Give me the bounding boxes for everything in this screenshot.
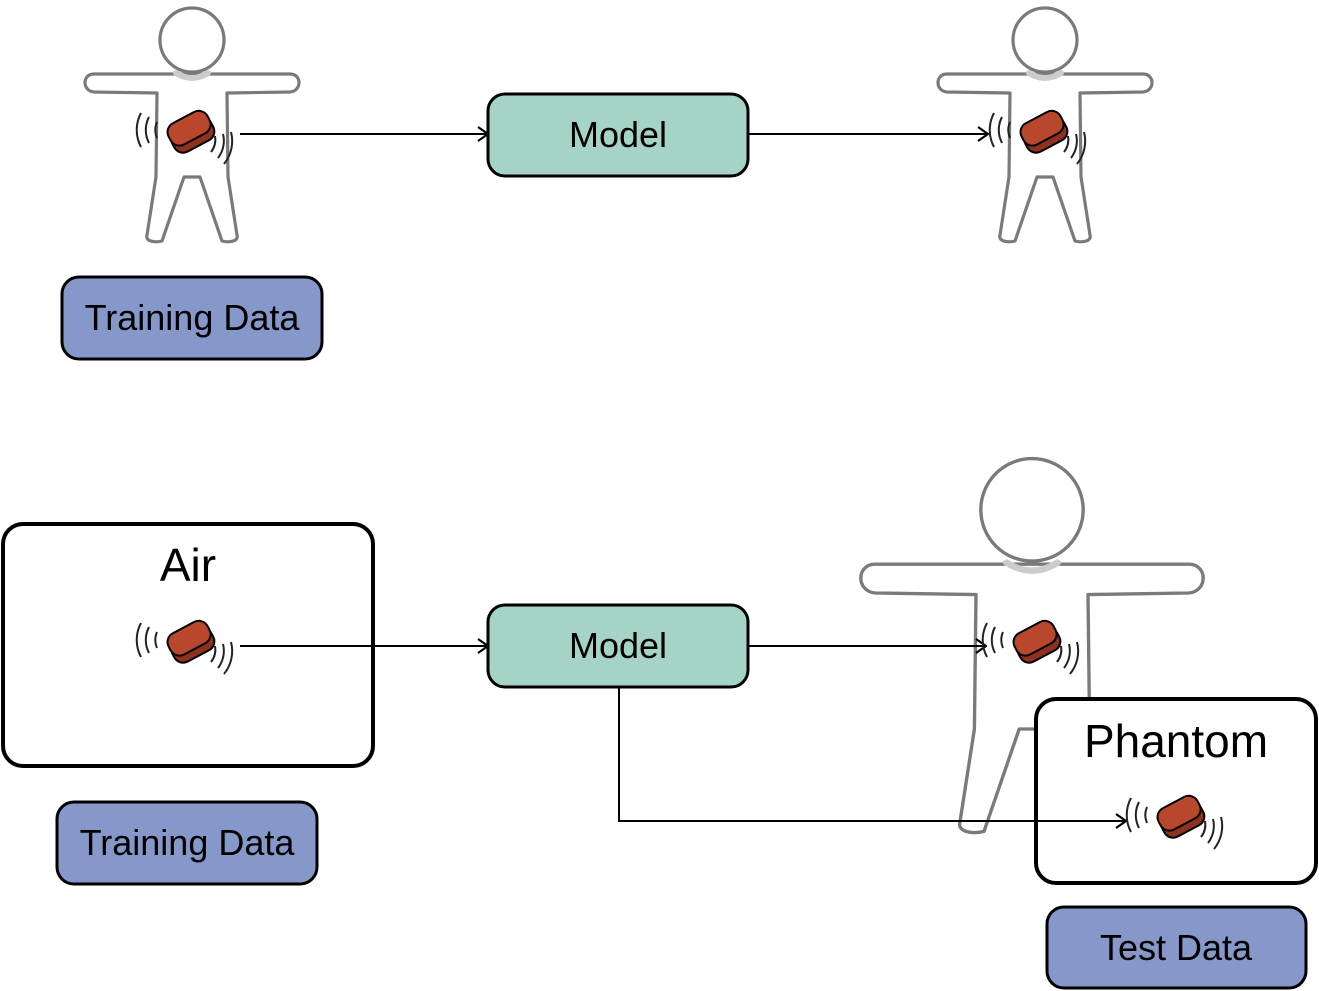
model-box: Model bbox=[486, 92, 750, 178]
model-label: Model bbox=[569, 114, 667, 155]
training-data-tag: Training Data bbox=[60, 275, 324, 361]
training-data-tag: Training Data bbox=[55, 800, 319, 886]
person-icon bbox=[859, 456, 1205, 835]
training-data-label: Training Data bbox=[85, 297, 301, 338]
test-data-label: Test Data bbox=[1100, 927, 1253, 968]
phantom-container: Phantom bbox=[1034, 697, 1318, 885]
training-data-label: Training Data bbox=[80, 822, 296, 863]
arrow-model-to-phantom bbox=[618, 687, 1126, 821]
model-box: Model bbox=[486, 603, 750, 689]
air-label: Air bbox=[160, 539, 216, 591]
model-label: Model bbox=[569, 625, 667, 666]
phantom-label: Phantom bbox=[1084, 715, 1268, 767]
test-data-tag: Test Data bbox=[1045, 905, 1308, 990]
